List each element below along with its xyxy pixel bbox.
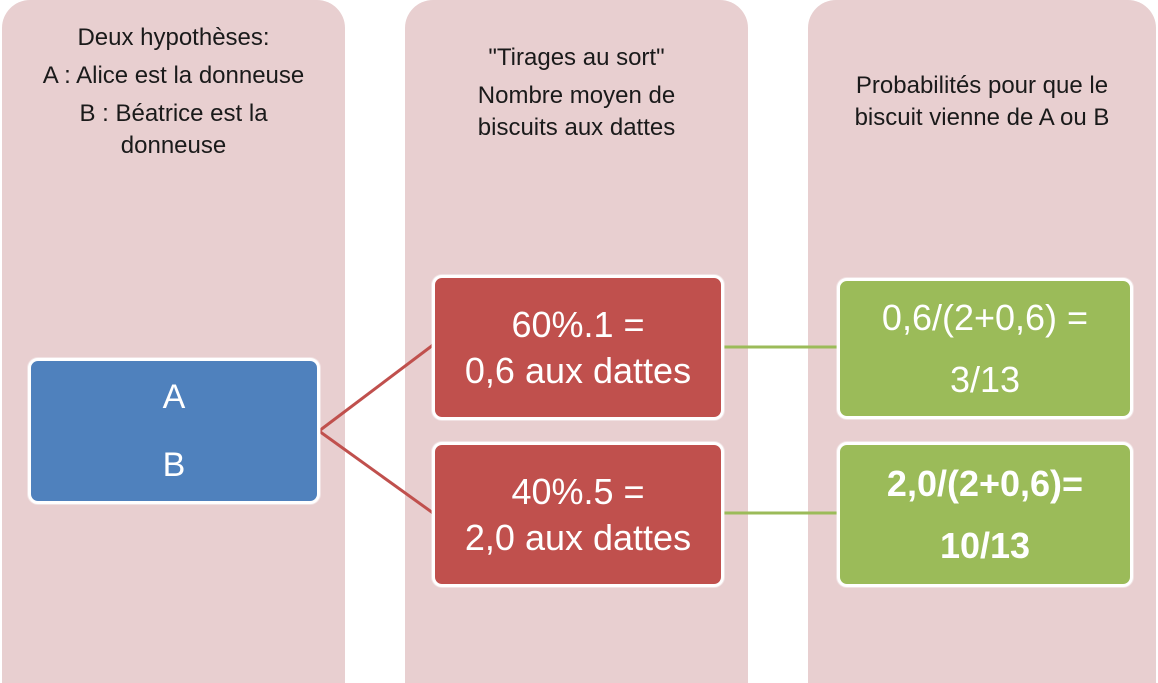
probabilities-title: Probabilités pour que le biscuit vienne … (854, 72, 1110, 131)
probability-box-b-line1: 2,0/(2+0,6)= (886, 462, 1084, 504)
probability-box-b: 2,0/(2+0,6)= 10/13 (837, 442, 1133, 587)
hypothesis-a-text: A : Alice est la donneuse (42, 62, 305, 89)
probability-box-a: 0,6/(2+0,6) = 3/13 (837, 278, 1133, 419)
draw-box-a: 60%.1 = 0,6 aux dattes (432, 275, 724, 420)
draws-subtitle: Nombre moyen de biscuits aux dattes (477, 82, 676, 141)
hypothesis-b-text: B : Béatrice est la donneuse (79, 100, 268, 159)
draw-box-b-line2: 2,0 aux dattes (464, 516, 692, 558)
draw-box-b-line1: 40%.5 = (511, 470, 645, 512)
hypotheses-header: Deux hypothèses: A : Alice est la donneu… (2, 22, 345, 168)
probability-box-a-line2: 3/13 (949, 358, 1021, 400)
probabilities-header: Probabilités pour que le biscuit vienne … (808, 70, 1156, 140)
hypothesis-box-b: B (162, 446, 186, 484)
hypothesis-box-a: A (162, 378, 186, 416)
draw-box-b: 40%.5 = 2,0 aux dattes (432, 442, 724, 587)
hypothesis-box: A B (28, 358, 320, 504)
draws-header: "Tirages au sort" Nombre moyen de biscui… (405, 42, 748, 150)
probability-box-a-line1: 0,6/(2+0,6) = (881, 296, 1089, 338)
draws-title: "Tirages au sort" (488, 44, 665, 71)
draw-box-a-line2: 0,6 aux dattes (464, 349, 692, 391)
probability-box-b-line2: 10/13 (939, 524, 1031, 566)
draw-box-a-line1: 60%.1 = (511, 303, 645, 345)
hypotheses-title: Deux hypothèses: (77, 24, 270, 51)
hypotheses-column: Deux hypothèses: A : Alice est la donneu… (2, 0, 345, 683)
